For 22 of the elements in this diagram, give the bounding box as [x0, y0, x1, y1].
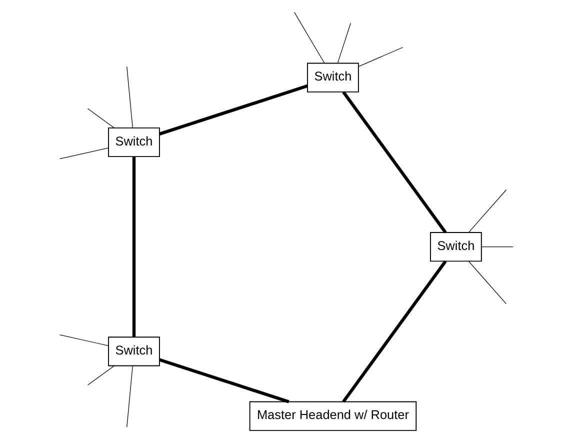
connector — [59, 148, 109, 160]
node-box: Switch — [430, 232, 482, 262]
connector — [468, 190, 507, 233]
connector — [342, 91, 447, 234]
connector — [59, 334, 109, 346]
node-box: Switch — [108, 127, 160, 158]
connector — [132, 156, 136, 338]
connector — [358, 47, 404, 67]
connector — [159, 84, 308, 136]
node-box: Switch — [307, 62, 359, 92]
connector — [481, 246, 514, 248]
node-box: Switch — [108, 336, 160, 366]
connector — [342, 260, 447, 403]
connector — [159, 358, 290, 404]
connector — [87, 366, 115, 386]
connector — [126, 66, 133, 128]
connector — [294, 12, 325, 64]
connector — [468, 261, 507, 304]
connector — [337, 22, 351, 64]
connector — [126, 366, 133, 428]
connector — [87, 108, 115, 128]
node-box: Master Headend w/ Router — [249, 401, 417, 431]
